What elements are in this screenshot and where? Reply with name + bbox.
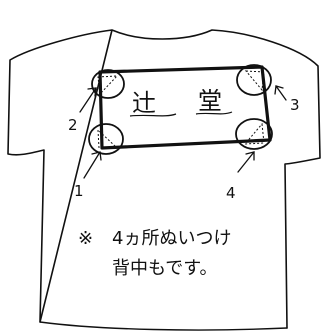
note-mark: ※ (78, 228, 93, 249)
note-line-1: 4ヵ所ぬいつけ (112, 228, 231, 249)
corner-label-2: 2 (68, 116, 78, 134)
name-underline (129, 113, 177, 117)
arrow-corner-1 (83, 151, 102, 179)
name-char-1: 辻 (132, 89, 156, 117)
name-tag-rectangle (98, 65, 272, 150)
arrow-corner-3 (274, 85, 287, 101)
note-line-2: 背中もです。 (112, 258, 217, 279)
tshirt-hem (39, 321, 288, 331)
corner-stitch-top-left (91, 69, 125, 99)
corner-label-4: 4 (226, 184, 236, 202)
name-underline-2 (195, 111, 233, 115)
tshirt-outline (7, 29, 321, 329)
corner-label-3: 3 (290, 96, 300, 114)
corner-stitch-bottom-right (235, 118, 273, 150)
arrow-corner-4 (237, 151, 255, 173)
corner-label-1: 1 (74, 182, 84, 200)
corner-stitch-top-right (236, 64, 272, 96)
arrow-corner-2 (79, 87, 97, 113)
name-char-2: 堂 (198, 87, 222, 115)
corner-stitch-bottom-left (88, 123, 124, 155)
